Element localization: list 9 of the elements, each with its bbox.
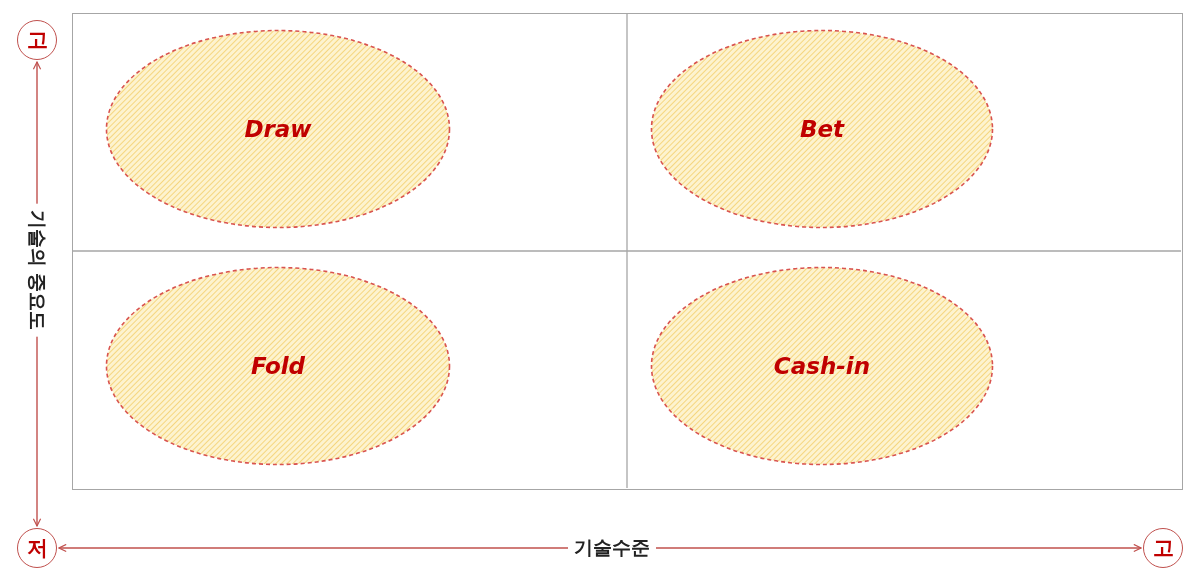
quadrant-frame [72,13,1183,490]
quadrant-label: Fold [250,353,306,379]
level-circle: 고 [1143,528,1183,568]
level-circle: 저 [17,528,57,568]
quadrant-label: Draw [244,116,312,142]
level-circle: 고 [17,20,57,60]
quadrant-label: Cash-in [773,353,871,379]
quadrant-label: Bet [799,116,845,142]
axis-arrow [58,543,1142,553]
